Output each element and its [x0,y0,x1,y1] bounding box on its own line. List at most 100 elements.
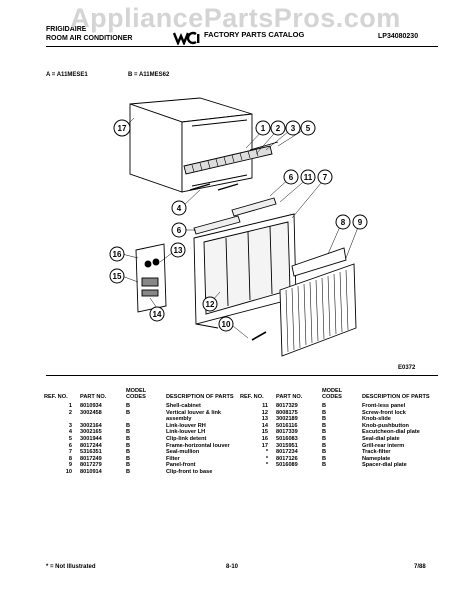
model-code: B [322,416,327,423]
part-row: 3 3002164 B Link-louver RH [44,423,242,430]
part-number: 3001944 [80,435,102,442]
part-number: 8010914 [80,468,102,475]
ref-number: 11 [262,403,268,409]
footnote: * = Not Illustrated [46,564,96,570]
svg-text:1: 1 [261,124,266,133]
wci-logo [172,31,200,45]
part-description: Seal-dial plate [362,435,400,442]
ref-number: 14 [261,422,268,429]
callout-9: 9 [352,214,368,230]
svg-text:2: 2 [276,124,281,133]
col-model-header: MODEL CODES [322,388,343,400]
model-code: B [126,462,131,469]
part-number: 5016089 [276,462,298,469]
part-number: 3002458 [80,409,102,416]
ref-number: 10 [65,468,72,475]
svg-text:12: 12 [206,300,215,309]
part-description: Grill-rear interm [362,442,405,449]
model-code: B [126,468,131,475]
table-rule [46,375,438,376]
callout-11: 11 [300,169,316,185]
part-number: 8017244 [80,442,102,449]
model-a: A = A11MESE1 [46,72,88,78]
ref-number: 12 [261,409,268,416]
callout-17: 17 [113,119,131,137]
col-ref-header: REF. NO. [240,394,264,400]
model-code: B [126,422,131,429]
ref-number: * [265,455,268,462]
ref-number: 8 [68,455,72,462]
part-description: Nameplate [362,455,391,462]
drawing-code: E0372 [398,365,416,371]
part-description: Filter [166,455,180,462]
model-code: B [126,429,131,436]
callout-6b: 6 [171,222,187,238]
model-code: B [126,442,131,449]
callout-14: 14 [149,306,165,322]
part-number: 8017249 [80,455,102,462]
page-number: 8-10 [226,564,239,570]
model-code: B [322,422,327,429]
louver-assembly [183,141,279,175]
ref-number: * [265,462,268,469]
callout-1: 1 [255,120,271,136]
col-desc-header: DESCRIPTION OF PARTS [362,394,430,400]
callout-10: 10 [218,316,234,332]
exploded-parts-diagram: 1 2 3 5 6 11 7 4 6 8 9 16 13 15 14 12 10… [109,97,368,357]
part-description: Link-louver RH [166,422,206,429]
ref-number: 1 [68,403,72,409]
col-ref-header: REF. NO. [44,394,68,400]
part-number: 8008175 [276,409,298,416]
ref-number: 13 [261,416,268,423]
model-code: B [126,449,131,456]
part-description: Seal-mullion [166,449,200,456]
callout-12: 12 [202,296,218,312]
part-number: 3015951 [276,442,298,449]
revision-date: 7/88 [414,564,426,570]
callout-8: 8 [335,214,351,230]
part-description: Frame-horizontal louver [166,442,230,449]
ref-number: 3 [68,422,72,429]
parts-table-left: REF. NO. PART NO. MODEL CODES DESCRIPTIO… [44,388,242,476]
svg-text:13: 13 [174,246,183,255]
part-number: 8017234 [276,449,298,456]
part-description: Track-filter [362,449,391,456]
part-description: Link-louver LH [166,429,206,436]
part-number: 8017279 [80,462,102,469]
part-number: 5016116 [276,422,298,429]
model-code: B [322,442,327,449]
part-number: 3002189 [276,416,298,423]
callout-4: 4 [171,200,187,216]
ref-number: * [265,449,268,456]
model-code: B [322,429,327,436]
model-code: B [322,409,327,416]
col-desc-header: DESCRIPTION OF PARTS [166,394,234,400]
ref-number: 5 [68,435,72,442]
svg-text:17: 17 [118,124,127,133]
part-description: Panel-front [166,462,196,469]
model-code: B [126,409,131,416]
horizontal-louver-frame [231,197,277,217]
dial-plate [135,243,167,313]
callout-5: 5 [300,120,316,136]
ref-number: 16 [261,435,268,442]
svg-text:6: 6 [177,226,182,235]
callout-3: 3 [285,120,301,136]
ref-number: 2 [68,409,72,416]
part-number: 3002164 [80,422,102,429]
callout-6a: 6 [283,169,299,185]
svg-text:6: 6 [289,173,294,182]
svg-text:15: 15 [113,272,122,281]
model-b: B = A11MES62 [128,72,170,78]
ref-number: 4 [68,429,72,436]
ref-number: 15 [261,429,268,436]
parts-catalog-page: FRIGIDAIRE ROOM AIR CONDITIONER FACTORY … [42,22,438,582]
svg-text:7: 7 [323,173,328,182]
